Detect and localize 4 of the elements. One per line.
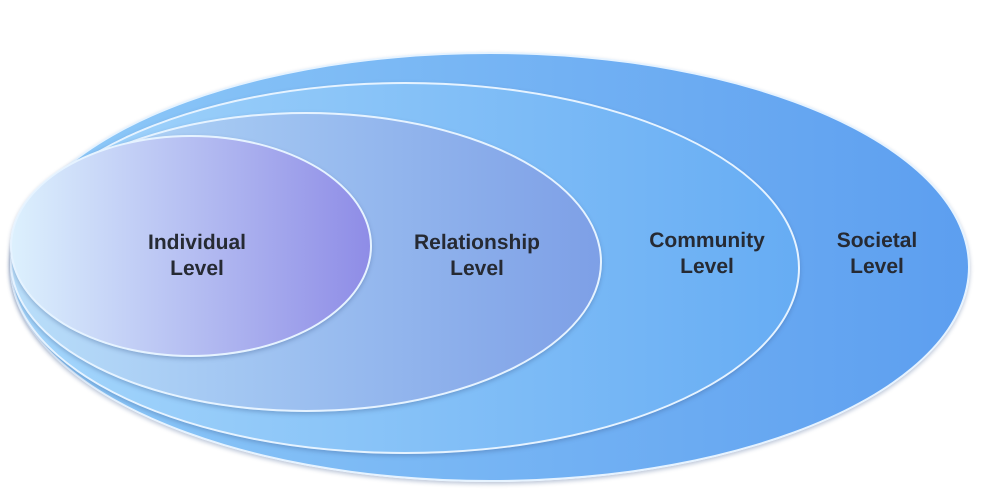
level-label: Societal Level xyxy=(836,228,918,280)
level-label: Relationship Level xyxy=(412,230,541,282)
level-label: Community Level xyxy=(648,228,766,280)
level-label: Individual Level xyxy=(146,230,247,282)
